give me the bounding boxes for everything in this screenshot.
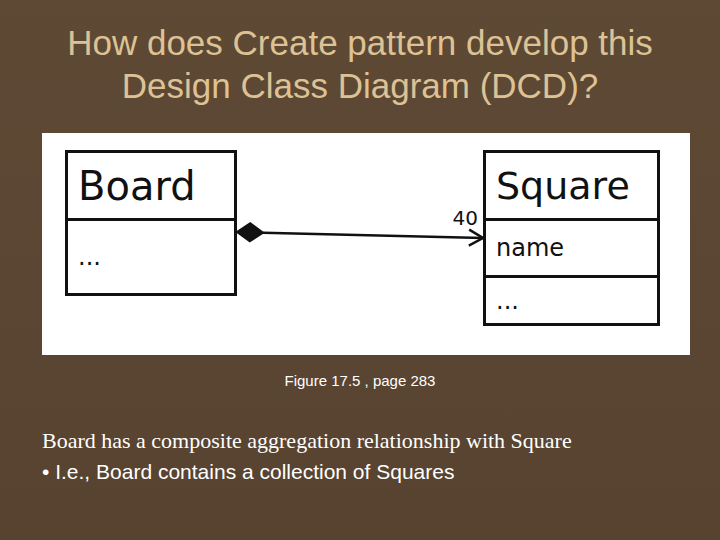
composition-connector: [237, 223, 483, 245]
slide-title: How does Create pattern develop this Des…: [40, 22, 680, 107]
multiplicity-label: 40: [452, 208, 479, 228]
class-name: Square: [486, 153, 657, 218]
class-compartment: ...: [68, 218, 234, 293]
navigability-arrow: [469, 230, 483, 246]
composite-diamond: [237, 223, 263, 241]
association-line: [263, 233, 483, 238]
board-class-box: Board...: [65, 150, 237, 296]
square-class-box: Squarename...: [483, 150, 660, 326]
class-compartment: ...: [486, 275, 657, 323]
class-compartment: name: [486, 218, 657, 275]
class-name: Board: [68, 153, 234, 218]
figure-caption: Figure 17.5 , page 283: [160, 372, 560, 389]
body-text: • I.e., Board contains a collection of S…: [42, 460, 692, 484]
body-text: Board has a composite aggregation relati…: [42, 428, 692, 454]
